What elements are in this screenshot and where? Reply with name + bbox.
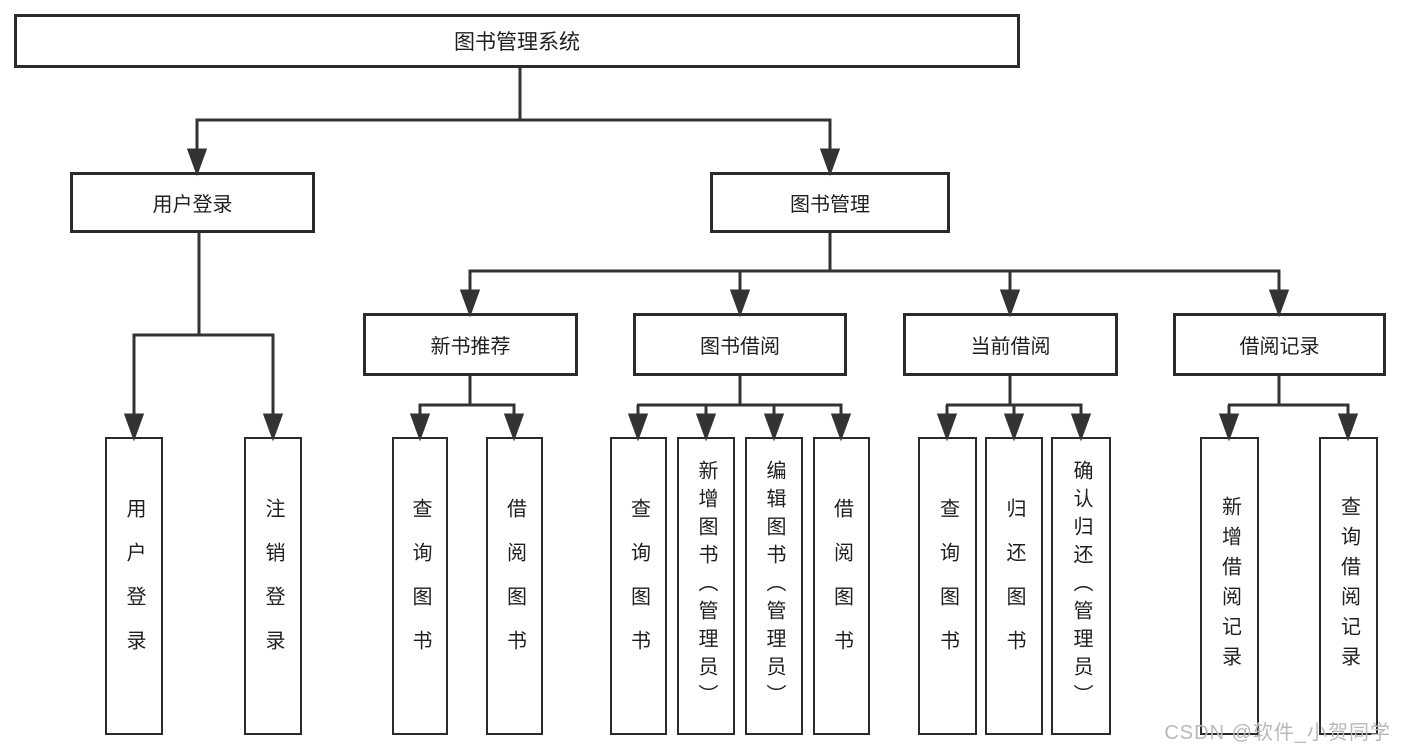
node-user-login: 用户登录 [70,172,315,233]
leaf-edit-book-admin-label: 编辑图书（管理员） [763,460,785,712]
leaf-return-book-label: 归还图书 [1003,498,1025,674]
leaf-confirm-return-admin: 确认归还（管理员） [1051,437,1111,735]
leaf-add-book-admin-label: 新增图书（管理员） [695,460,717,712]
node-new-book-rec-label: 新书推荐 [430,336,511,358]
leaf-query-book-1-label: 查询图书 [409,498,431,674]
leaf-borrow-book-2: 借阅图书 [813,437,870,735]
node-root: 图书管理系统 [14,14,1020,68]
leaf-query-borrow-record: 查询借阅记录 [1319,437,1378,735]
node-borrow-record-label: 借阅记录 [1239,336,1320,358]
node-book-borrow: 图书借阅 [633,313,847,376]
node-current-borrow-label: 当前借阅 [970,336,1051,358]
leaf-query-book-2-label: 查询图书 [627,498,650,674]
leaf-add-borrow-record: 新增借阅记录 [1200,437,1259,735]
node-borrow-record: 借阅记录 [1173,313,1386,376]
node-new-book-rec: 新书推荐 [363,313,578,376]
node-user-login-label: 用户登录 [152,194,233,216]
leaf-add-book-admin: 新增图书（管理员） [677,437,735,735]
leaf-query-book-3: 查询图书 [918,437,977,735]
leaf-borrow-book-1: 借阅图书 [486,437,543,735]
node-book-borrow-label: 图书借阅 [700,336,780,358]
leaf-query-book-1: 查询图书 [392,437,448,735]
leaf-edit-book-admin: 编辑图书（管理员） [745,437,803,735]
leaf-logout: 注销登录 [244,437,302,735]
node-book-mgmt-label: 图书管理 [790,194,870,216]
node-book-mgmt: 图书管理 [710,172,950,233]
leaf-borrow-book-2-label: 借阅图书 [830,498,853,674]
leaf-query-book-2: 查询图书 [610,437,667,735]
leaf-query-book-3-label: 查询图书 [936,498,959,674]
leaf-query-borrow-record-label: 查询借阅记录 [1337,496,1360,676]
leaf-add-borrow-record-label: 新增借阅记录 [1218,496,1241,676]
csdn-watermark: CSDN @软件_小贺同学 [1164,722,1391,744]
leaf-confirm-return-admin-label: 确认归还（管理员） [1070,460,1092,712]
leaf-user-login-label: 用户登录 [123,498,145,674]
node-root-label: 图书管理系统 [454,31,580,54]
leaf-return-book: 归还图书 [985,437,1043,735]
leaf-logout-label: 注销登录 [262,498,284,674]
leaf-user-login: 用户登录 [105,437,163,735]
node-current-borrow: 当前借阅 [903,313,1118,376]
leaf-borrow-book-1-label: 借阅图书 [503,498,526,674]
